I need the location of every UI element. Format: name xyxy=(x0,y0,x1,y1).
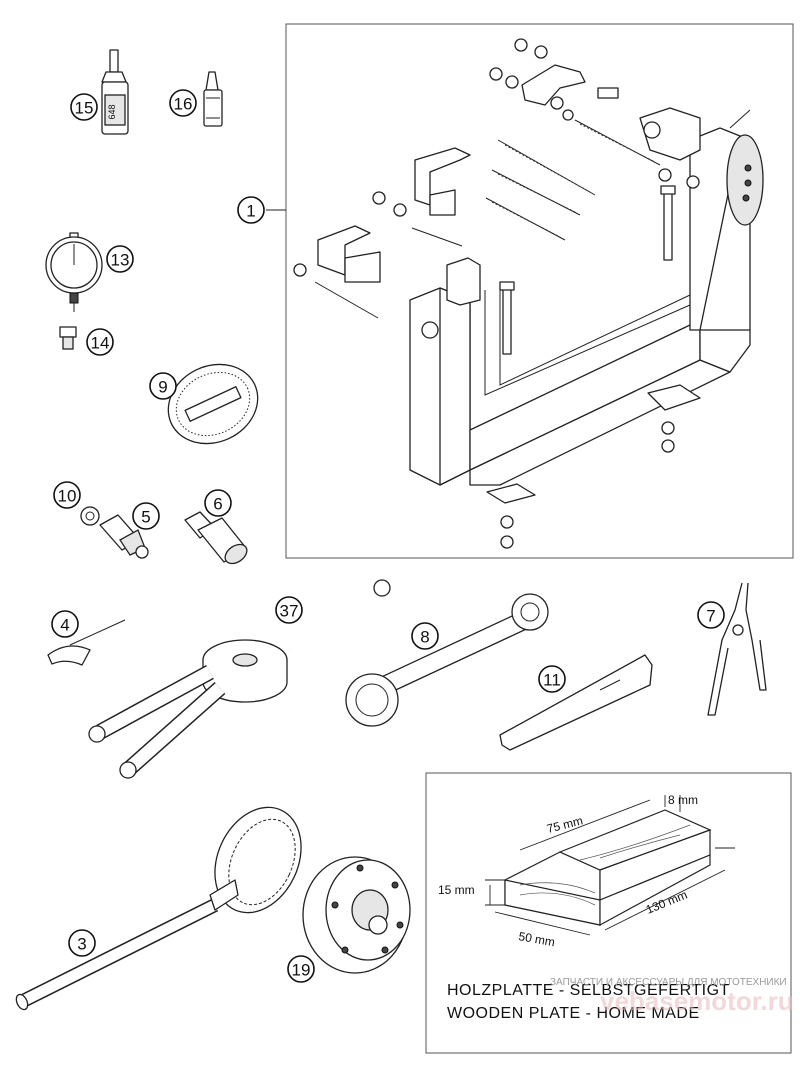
callout-11-label: 11 xyxy=(543,671,561,690)
degree-disc xyxy=(167,363,259,445)
caption-english: WOODEN PLATE - HOME MADE xyxy=(447,1005,700,1022)
holding-wrench xyxy=(345,593,549,727)
callout-10: 10 xyxy=(53,481,81,509)
clutch-holder xyxy=(15,806,302,1011)
callout-15: 15 xyxy=(70,93,98,121)
callout-9-label: 9 xyxy=(158,378,167,397)
callout-7-label: 7 xyxy=(706,607,715,626)
watermark-small: ЗАПЧАСТИ И АКСЕССУАРЫ ДЛЯ МОТОТЕХНИКИ xyxy=(550,977,787,988)
callout-37: 37 xyxy=(275,596,303,624)
callout-8-label: 8 xyxy=(420,628,429,647)
angle-gauge xyxy=(47,619,126,666)
callout-16-label: 16 xyxy=(174,95,193,114)
callout-4-label: 4 xyxy=(60,616,69,635)
sleeve-part xyxy=(80,506,100,526)
callout-3: 3 xyxy=(68,929,96,957)
dim-15mm: 15 mm xyxy=(438,883,475,897)
adapter-tool xyxy=(184,511,248,565)
callout-13-label: 13 xyxy=(111,251,130,270)
rotor-holder xyxy=(302,856,411,974)
callout-10-label: 10 xyxy=(58,487,77,506)
callout-16: 16 xyxy=(169,89,197,117)
wooden-plate-panel xyxy=(425,772,792,1054)
crankshaft-puller xyxy=(88,579,391,779)
callout-37-label: 37 xyxy=(280,602,299,621)
engine-stand xyxy=(293,38,764,549)
callout-5: 5 xyxy=(132,502,160,530)
feeler-gauge xyxy=(499,654,653,751)
callout-14-label: 14 xyxy=(91,334,110,353)
dim-8mm: 8 mm xyxy=(668,793,698,807)
callout-19: 19 xyxy=(287,955,315,983)
circlip-pliers xyxy=(707,582,767,716)
dial-gauge xyxy=(45,232,103,312)
callout-14: 14 xyxy=(86,328,114,356)
caption-german: HOLZPLATTE - SELBSTGEFERTIGT xyxy=(447,982,730,999)
gauge-adapter xyxy=(59,326,77,350)
engine-stand-frame xyxy=(285,23,794,559)
callout-6-label: 6 xyxy=(213,495,222,514)
callout-9: 9 xyxy=(149,372,177,400)
callout-8: 8 xyxy=(411,622,439,650)
watermark-big: vebasemotor.ru xyxy=(600,986,794,1016)
callout-11: 11 xyxy=(538,665,566,693)
callout-1-label: 1 xyxy=(246,202,255,221)
callout-3-label: 3 xyxy=(77,935,86,954)
callout-5-label: 5 xyxy=(141,508,150,527)
sealant-tube xyxy=(203,71,223,127)
dim-50mm: 50 mm xyxy=(517,929,556,949)
callout-6: 6 xyxy=(204,489,232,517)
bottle-label: 648 xyxy=(107,104,117,119)
callout-13: 13 xyxy=(106,245,134,273)
wooden-plate-drawing xyxy=(485,795,735,936)
threadlocker-bottle: 648 xyxy=(101,49,129,135)
callout-1: 1 xyxy=(237,196,265,224)
callout-19-label: 19 xyxy=(292,961,311,980)
callout-15-label: 15 xyxy=(75,99,94,118)
callout-7: 7 xyxy=(697,601,725,629)
puller-tool xyxy=(99,514,149,559)
callout-4: 4 xyxy=(51,610,79,638)
